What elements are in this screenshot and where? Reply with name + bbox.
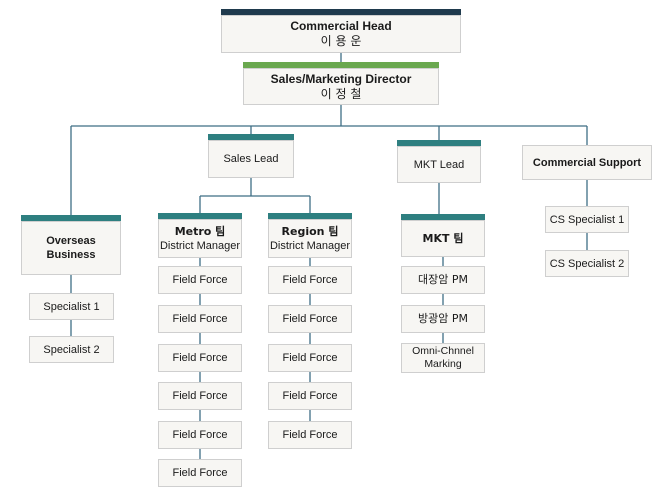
specialist-label: Specialist 1	[43, 300, 100, 313]
metro-team-title: Metro 팀	[174, 224, 226, 238]
commercial-head-name: 이 용 운	[320, 34, 362, 48]
director-box: Sales/Marketing Director 이 정 철	[243, 68, 439, 105]
cs-specialist-box: CS Specialist 2	[545, 250, 629, 277]
metro-team-subtitle: District Manager	[159, 239, 241, 252]
region-team-subtitle: District Manager	[269, 239, 351, 252]
field-force-box: Field Force	[158, 421, 242, 449]
cs-specialist-box: CS Specialist 1	[545, 206, 629, 233]
specialist-box: Specialist 1	[29, 293, 114, 320]
commercial-head-title: Commercial Head	[290, 19, 392, 33]
overseas-business-title: Overseas Business	[46, 235, 96, 261]
specialist-box: Specialist 2	[29, 336, 114, 363]
field-force-label: Field Force	[172, 390, 228, 402]
pm-box: 방광암 PM	[401, 305, 485, 333]
director-title: Sales/Marketing Director	[270, 71, 412, 86]
mkt-team-title: MKT 팀	[422, 231, 464, 245]
region-team-box: Region 팀 District Manager	[268, 219, 352, 258]
field-force-box: Field Force	[268, 305, 352, 333]
field-force-label: Field Force	[172, 429, 228, 441]
mkt-team-box: MKT 팀	[401, 220, 485, 257]
pm-label: 방광암 PM	[418, 312, 468, 325]
header-bar	[401, 214, 485, 220]
commercial-support-box: Commercial Support	[522, 145, 652, 180]
metro-team-box: Metro 팀 District Manager	[158, 219, 242, 258]
field-force-label: Field Force	[282, 352, 338, 364]
field-force-label: Field Force	[172, 313, 228, 325]
field-force-box: Field Force	[158, 382, 242, 410]
cs-specialist-label: CS Specialist 2	[549, 257, 625, 270]
omni-channel-label: Omni-Chnnel Marking	[412, 345, 474, 370]
field-force-label: Field Force	[282, 390, 338, 402]
sales-lead-box: Sales Lead	[208, 140, 294, 178]
field-force-box: Field Force	[268, 382, 352, 410]
field-force-box: Field Force	[158, 344, 242, 372]
field-force-box: Field Force	[158, 266, 242, 294]
field-force-box: Field Force	[158, 459, 242, 487]
commercial-support-title: Commercial Support	[532, 156, 642, 169]
field-force-label: Field Force	[172, 352, 228, 364]
field-force-label: Field Force	[282, 429, 338, 441]
director-name: 이 정 철	[320, 86, 362, 101]
mkt-lead-box: MKT Lead	[397, 146, 481, 183]
field-force-box: Field Force	[268, 421, 352, 449]
header-bar	[243, 62, 439, 68]
header-bar	[208, 134, 294, 140]
mkt-lead-title: MKT Lead	[413, 158, 465, 171]
field-force-label: Field Force	[172, 274, 228, 286]
field-force-label: Field Force	[172, 467, 228, 479]
specialist-label: Specialist 2	[43, 343, 100, 356]
sales-lead-title: Sales Lead	[223, 153, 279, 165]
region-team-title: Region 팀	[281, 224, 339, 238]
header-bar	[221, 9, 461, 15]
header-bar	[268, 213, 352, 219]
omni-channel-box: Omni-Chnnel Marking	[401, 343, 485, 373]
field-force-box: Field Force	[268, 344, 352, 372]
header-bar	[158, 213, 242, 219]
pm-label: 대장암 PM	[418, 273, 468, 286]
commercial-head-box: Commercial Head 이 용 운	[221, 15, 461, 53]
header-bar	[21, 215, 121, 221]
field-force-box: Field Force	[158, 305, 242, 333]
pm-box: 대장암 PM	[401, 266, 485, 294]
field-force-box: Field Force	[268, 266, 352, 294]
field-force-label: Field Force	[282, 274, 338, 286]
field-force-label: Field Force	[282, 313, 338, 325]
cs-specialist-label: CS Specialist 1	[549, 213, 625, 226]
header-bar	[397, 140, 481, 146]
overseas-business-box: Overseas Business	[21, 221, 121, 275]
